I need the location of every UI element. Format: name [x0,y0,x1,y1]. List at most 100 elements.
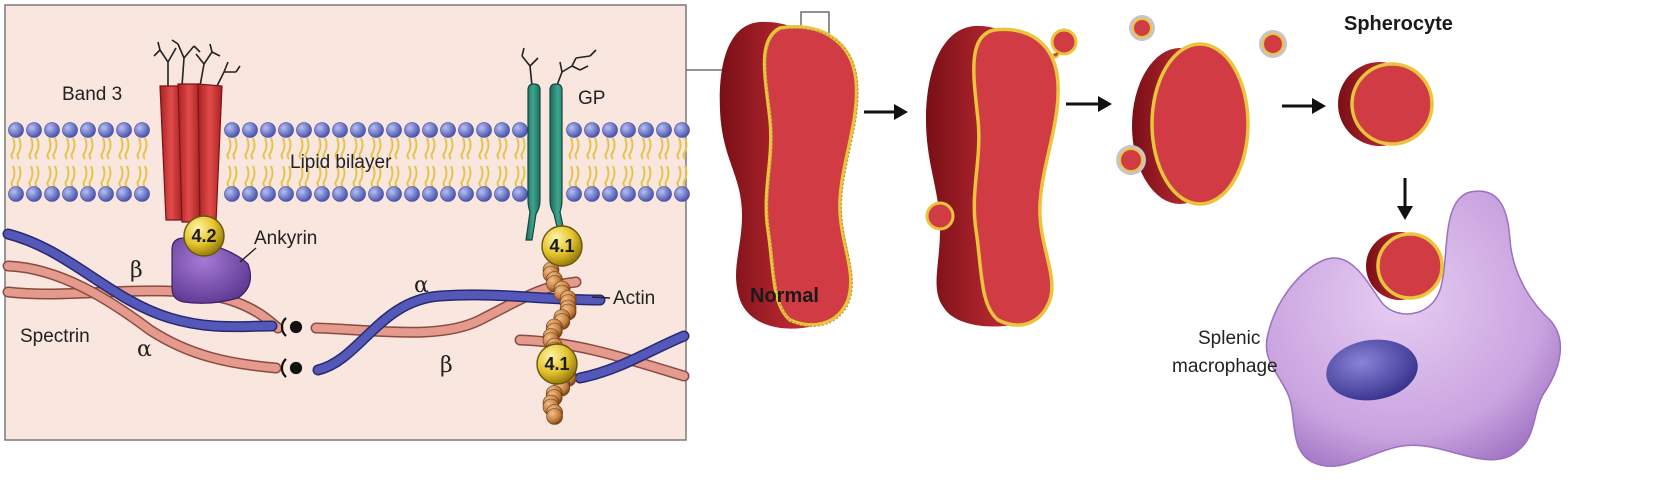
lipid-tail [376,165,382,188]
macrophage-label-line1: Splenic [1198,328,1260,349]
lipid-head [566,186,582,202]
lipid-tail [250,137,256,160]
lipid-head [44,186,60,202]
lipid-tail [478,137,484,160]
lipid-tail [394,165,400,188]
lipid-tail [136,165,142,188]
lipid-tail [460,137,466,160]
lipid-head [134,122,150,138]
lipid-tail [412,165,418,188]
lipid-head [26,186,42,202]
lipid-tail [64,165,70,188]
lipid-head [242,122,258,138]
lipid-tail [100,137,106,160]
lipid-head [674,122,690,138]
lipid-tail [466,137,472,160]
lipid-tail [46,137,52,160]
lipid-tail [34,137,40,160]
actin-label: Actin [613,288,655,309]
lipid-tail [658,137,664,160]
lipid-head [440,186,456,202]
lipid-tail [142,137,148,160]
normal-label: Normal [750,285,819,307]
lipid-tail [268,165,274,188]
beta-right-label: β [440,353,453,378]
gp-protein [525,83,567,241]
lipid-tail [370,137,376,160]
membrane-panel: 4.2 4.1 4.1 Band 3 GP Lipid bilayer Anky… [2,4,690,441]
lipid-tail [46,165,52,188]
lipid-tail [442,165,448,188]
lipid-tail [286,165,292,188]
lipid-tail [610,165,616,188]
lipid-tail [64,137,70,160]
protein-4-1-top-label: 4.1 [549,236,574,256]
band3-label: Band 3 [62,84,122,105]
spherocyte-label: Spherocyte [1344,13,1453,35]
lipid-tail [682,137,688,160]
lipid-head [638,186,654,202]
lipid-tail [388,137,394,160]
lipid-head [638,122,654,138]
lipid-tail [592,165,598,188]
lipid-head [620,186,636,202]
lipid-head [296,122,312,138]
lipid-head [422,122,438,138]
lipid-head [656,122,672,138]
lipid-head [368,122,384,138]
lipid-tail [496,165,502,188]
lipid-tail [424,137,430,160]
lipid-head [314,122,330,138]
lipid-head [620,122,636,138]
lipid-tail [370,165,376,188]
lipid-tail [466,165,472,188]
lipid-tail [118,165,124,188]
lipid-tail [622,137,628,160]
ankyrin-protein [171,237,251,304]
lipid-tail [676,165,682,188]
lipid-tail [460,165,466,188]
lipid-tail [100,165,106,188]
lipid-head [116,186,132,202]
lipid-tail [52,165,58,188]
lipid-tail [358,137,364,160]
lipid-head [98,186,114,202]
lipid-head [80,186,96,202]
lipid-tail [604,165,610,188]
lipid-tail [664,165,670,188]
protein-4-2: 4.2 [183,215,225,257]
lipid-head [62,122,78,138]
beta-left-label: β [130,258,143,283]
lipid-tail [298,165,304,188]
lipid-head [674,186,690,202]
lipid-tail [610,137,616,160]
lipid-tail [316,137,322,160]
lipid-tail [448,165,454,188]
alpha-left-label: α [137,337,152,362]
lipid-head [224,186,240,202]
lipid-tail [388,165,394,188]
gp-glycans [521,47,597,89]
lipid-head [224,122,240,138]
lipid-tail [376,137,382,160]
lipid-tail [244,137,250,160]
ankyrin-leader [239,247,257,263]
lipid-head [62,186,78,202]
lipid-head [278,186,294,202]
lipid-tail [412,137,418,160]
lipid-tail [250,165,256,188]
lipid-head [494,122,510,138]
arrow-1 [864,104,908,120]
lipid-tail [592,137,598,160]
arrow-down [1397,178,1413,220]
lipid-tail [676,137,682,160]
lipid-tail [28,137,34,160]
lipid-head [296,186,312,202]
lipid-tail [430,165,436,188]
lipid-tail [520,137,526,160]
lipid-tail [640,137,646,160]
lipid-tail [52,137,58,160]
lipid-tail [664,137,670,160]
lipid-tail [322,137,328,160]
lipid-head [350,186,366,202]
